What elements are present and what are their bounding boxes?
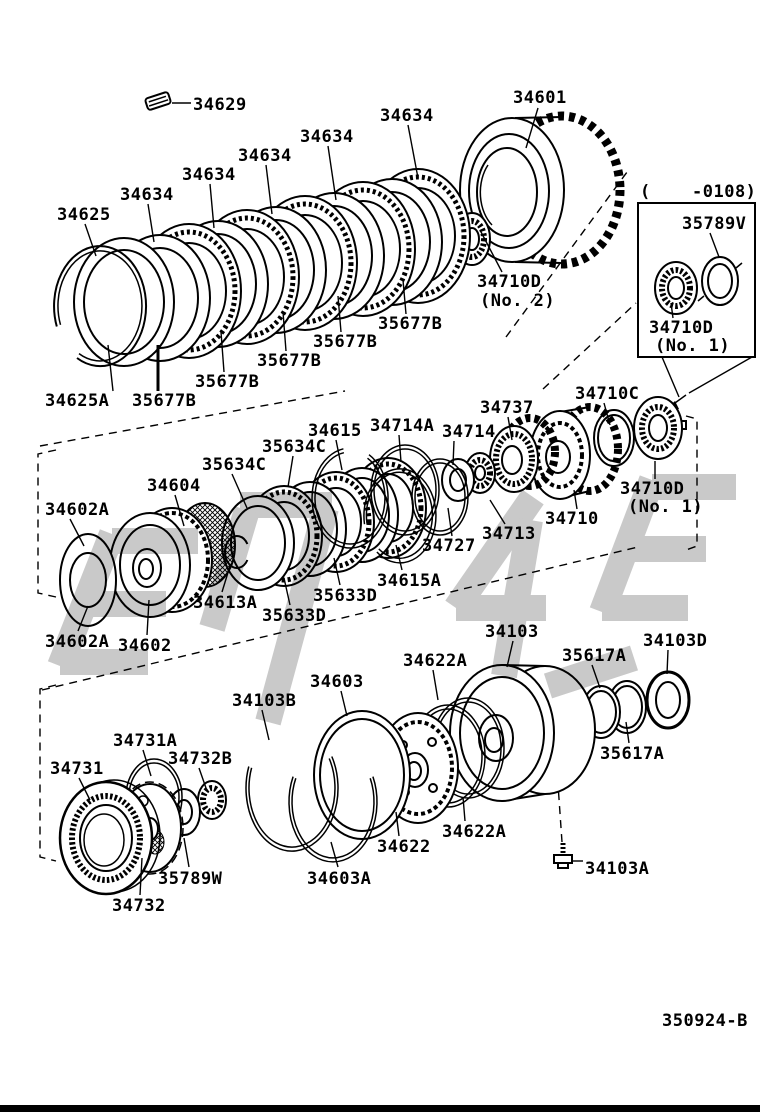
part-label-34615a: 34615A [377,571,441,591]
page-bottom-edge [0,1105,760,1112]
part-35789v-race [697,256,743,306]
part-label-34731a: 34731A [113,731,177,751]
inset-range-value: -0108) [692,182,756,202]
part-label-34714: 34714 [442,422,496,442]
part-34615-snap-ring [311,448,389,549]
inset-detail-box [637,202,756,412]
part-label-35677b-3: 35677B [257,351,321,371]
part-label-35677b-4: 35677B [313,332,377,352]
part-label-34731: 34731 [50,759,104,779]
part-label-34622a-1: 34622A [403,651,467,671]
part-label-34629: 34629 [193,95,247,115]
part-34710d-no1-inset [654,261,698,315]
part-label-34710c: 34710C [575,384,639,404]
part-34731-drum [58,779,161,896]
part-label-34103d: 34103D [643,631,707,651]
part-34714-race [441,458,475,502]
part-label-35789w: 35789W [158,869,223,889]
part-label-35634c-2: 35634C [202,455,266,475]
part-34103d-seal [645,670,691,730]
part-label-35634c-1: 35634C [262,437,326,457]
part-label-35789v: 35789V [682,214,746,234]
part-label-34603: 34603 [310,672,364,692]
part-label-34732: 34732 [112,896,166,916]
part-label-34710d-no2: 34710D [477,272,541,292]
part-label-34604: 34604 [147,476,201,496]
inset-range-open: ( [640,182,651,202]
part-label-35633d-1: 35633D [313,586,377,606]
part-label-34732b: 34732B [168,749,232,769]
part-34103b-ring [245,756,339,852]
part-label-34601: 34601 [513,88,567,108]
part-label-34615: 34615 [308,421,362,441]
bottom-assembly [58,664,691,896]
part-34727-cushion-ring [411,458,469,536]
part-label-35677b-1: 35677B [132,391,196,411]
part-label-34634-4: 34634 [300,127,354,147]
part-34603-brake-band [313,710,411,840]
part-label-35677b-5: 35677B [378,314,442,334]
top-clutch-pack [53,169,470,368]
part-34737-one-way-clutch [489,414,559,493]
part-label-34634-3: 34634 [238,146,292,166]
part-34714a-ring [370,444,440,536]
part-34103a-bolt [553,843,573,869]
part-label-34710d-inset: 34710D [649,318,713,338]
part-label-34622: 34622 [377,837,431,857]
part-label-34634-2: 34634 [182,165,236,185]
part-label-34602a-1: 34602A [45,500,109,520]
watermark [47,474,736,726]
part-34625a-snap-ring [53,245,147,368]
part-34603a-ring [288,776,378,863]
part-label-35617a-2: 35617A [600,744,664,764]
part-label-35677b-2: 35677B [195,372,259,392]
part-label-no2: (No. 2) [480,291,555,311]
part-label-34103a: 34103A [585,859,649,879]
sheet-code: 350924-B [662,1011,748,1031]
part-34732b-washer [197,780,227,820]
part-label-34625a: 34625A [45,391,109,411]
part-34710d-no1-race [633,396,687,460]
part-label-34622a-2: 34622A [442,822,506,842]
part-label-34603a: 34603A [307,869,371,889]
part-label-34727: 34727 [422,536,476,556]
inset-pointer-lines [661,356,753,409]
part-label-34625: 34625 [57,205,111,225]
part-34625-plate [73,237,175,367]
part-34629-clip [144,91,172,111]
part-label-34714a: 34714A [370,416,434,436]
part-34615a-snap-ring [363,468,437,564]
part-label-34710: 34710 [545,509,599,529]
part-label-no1-inset: (No. 1) [655,336,730,356]
part-label-34737: 34737 [480,398,534,418]
part-label-34634-1: 34634 [120,185,174,205]
part-label-34634-5: 34634 [380,106,434,126]
